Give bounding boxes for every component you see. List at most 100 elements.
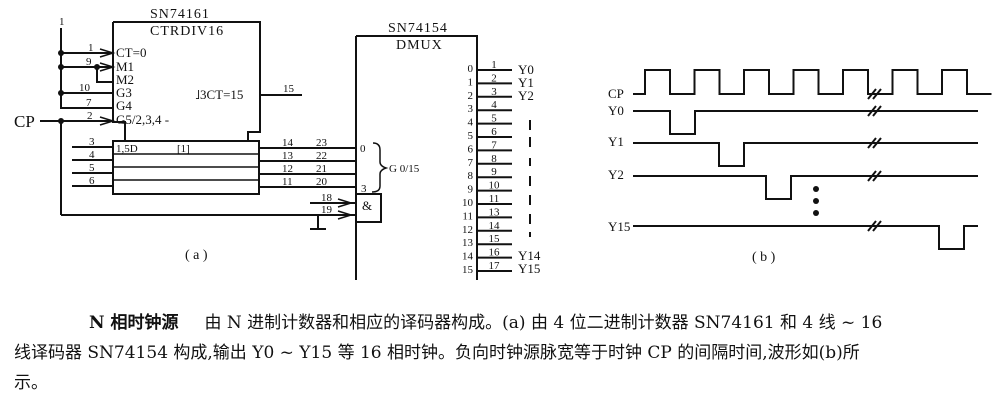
circuit-diagram: SN74161 CTRDIV16 1 CT=0 M1 M2 G3 G4 G5/2… [14,7,992,280]
carry-pin: 15 [283,83,295,95]
signal-label: Y2 [608,167,624,182]
counter-block [40,21,356,216]
and-gate [355,193,382,223]
input-label: CT=0 [116,45,146,60]
signal-label: Y1 [608,134,624,149]
m2-wire [96,67,113,83]
vcc-label: 1 [59,16,65,28]
addr-pin: 23 [316,137,328,149]
waveform-y0 [633,110,978,135]
and-label: & [362,198,372,213]
enable-pin: 18 [321,192,333,204]
decoder-output-pin: 1 [491,59,497,71]
pin-number: 1 [88,42,94,54]
decoder-box-right [356,35,478,280]
decoder-output-index: 8 [468,170,474,182]
decoder-output-index: 10 [462,197,474,209]
addr-top: 0 [360,143,366,155]
input-label: G3 [116,85,132,100]
break-mark [867,88,882,100]
output-y-label: Y2 [518,88,534,103]
decoder-output-index: 1 [468,76,474,88]
pin-number: 10 [79,82,91,94]
decoder-output-index: 14 [462,251,474,263]
group-label: G 0/15 [389,163,420,175]
decoder-output-lines [477,69,512,272]
output-y-label: Y14 [518,248,541,263]
caption: N 相时钟源 由 N 进制计数器和相应的译码器构成。(a) 由 4 位二进制计数器… [14,308,989,398]
figure-a-label: ( a ) [185,248,208,263]
decoder-part-number: SN74154 [388,21,448,36]
data-bracket: [1] [177,143,190,155]
decoder-output-index: 3 [468,103,474,115]
signal-label: Y15 [608,219,630,234]
pin-number: 7 [86,97,92,109]
waveform-y2 [633,175,978,200]
address-brace [371,142,389,193]
decoder-output-pin: 8 [491,153,497,165]
data-in-pin: 3 [89,136,95,148]
data-in-pin: 5 [89,162,95,174]
data-in-pin: 6 [89,175,95,187]
cp-label: CP [14,112,35,131]
break-mark [867,137,882,149]
q-out-pin: 12 [282,163,293,175]
decoder-output-index: 2 [468,90,474,102]
addr-pin: 22 [316,150,327,162]
ellipsis-dots [813,186,819,216]
decoder-output-index: 13 [462,237,474,249]
caption-title: N 相时钟源 [89,313,179,333]
addr-pin: 21 [316,163,327,175]
counter-function: CTRDIV16 [150,24,224,39]
pin-number: 2 [87,110,93,122]
decoder-output-pin: 14 [489,220,501,232]
input-label: G5/2,3,4 - [116,112,169,127]
break-mark [867,105,882,117]
q-out-pin: 14 [282,137,294,149]
decoder-output-index: 7 [468,157,474,169]
break-mark [867,170,882,182]
counter-part-number: SN74161 [150,7,210,22]
output-y-label: Y15 [518,261,540,276]
decoder-output-pin: 13 [489,206,501,218]
input-label: M1 [116,59,134,74]
q-out-pin: 11 [282,176,293,188]
break-mark [867,220,882,232]
caption-line: 由 N 进制计数器和相应的译码器构成。(a) 由 4 位二进制计数器 SN741… [204,313,883,333]
decoder-function: DMUX [396,38,443,53]
decoder-output-pin: 15 [489,233,501,245]
caption-line: 示。 [14,373,48,393]
input-label: G4 [116,98,132,113]
decoder-output-pin: 2 [491,72,497,84]
data-in-pin: 4 [89,149,95,161]
pin7-wire [60,93,113,109]
decoder-output-pin: 6 [491,126,497,138]
decoder-output-index: 4 [468,117,474,129]
waveform-y1 [633,142,978,167]
counter-box-outline [113,21,261,140]
waveform-cp [633,69,992,95]
caption-line: 线译码器 SN74154 构成,输出 Y0 ~ Y15 等 16 相时钟。负向时… [14,343,860,363]
decoder-output-index: 5 [468,130,474,142]
decoder-output-pin: 3 [491,86,497,98]
decoder-output-pin: 7 [491,139,497,151]
decoder-output-index: 12 [462,224,473,236]
counter-box-left [112,22,126,140]
decoder-output-pin: 9 [491,166,497,178]
decoder-output-index: 15 [462,264,474,276]
addr-pin: 20 [316,176,328,188]
signal-label: Y0 [608,103,624,118]
figure-b-label: ( b ) [752,250,776,265]
data-label: 1,5D [116,143,138,155]
decoder-output-index: 11 [462,210,473,222]
signal-label: CP [608,86,624,101]
output-y-label: Y0 [518,62,534,77]
decoder-output-pin: 4 [491,99,497,111]
enable-pin: 19 [321,204,333,216]
pin-number: 9 [86,56,92,68]
decoder-output-index: 0 [468,63,474,75]
waveform-y15 [633,225,978,250]
carry-label: ˩3CT=15 [195,87,243,102]
decoder-output-index: 6 [468,143,474,155]
